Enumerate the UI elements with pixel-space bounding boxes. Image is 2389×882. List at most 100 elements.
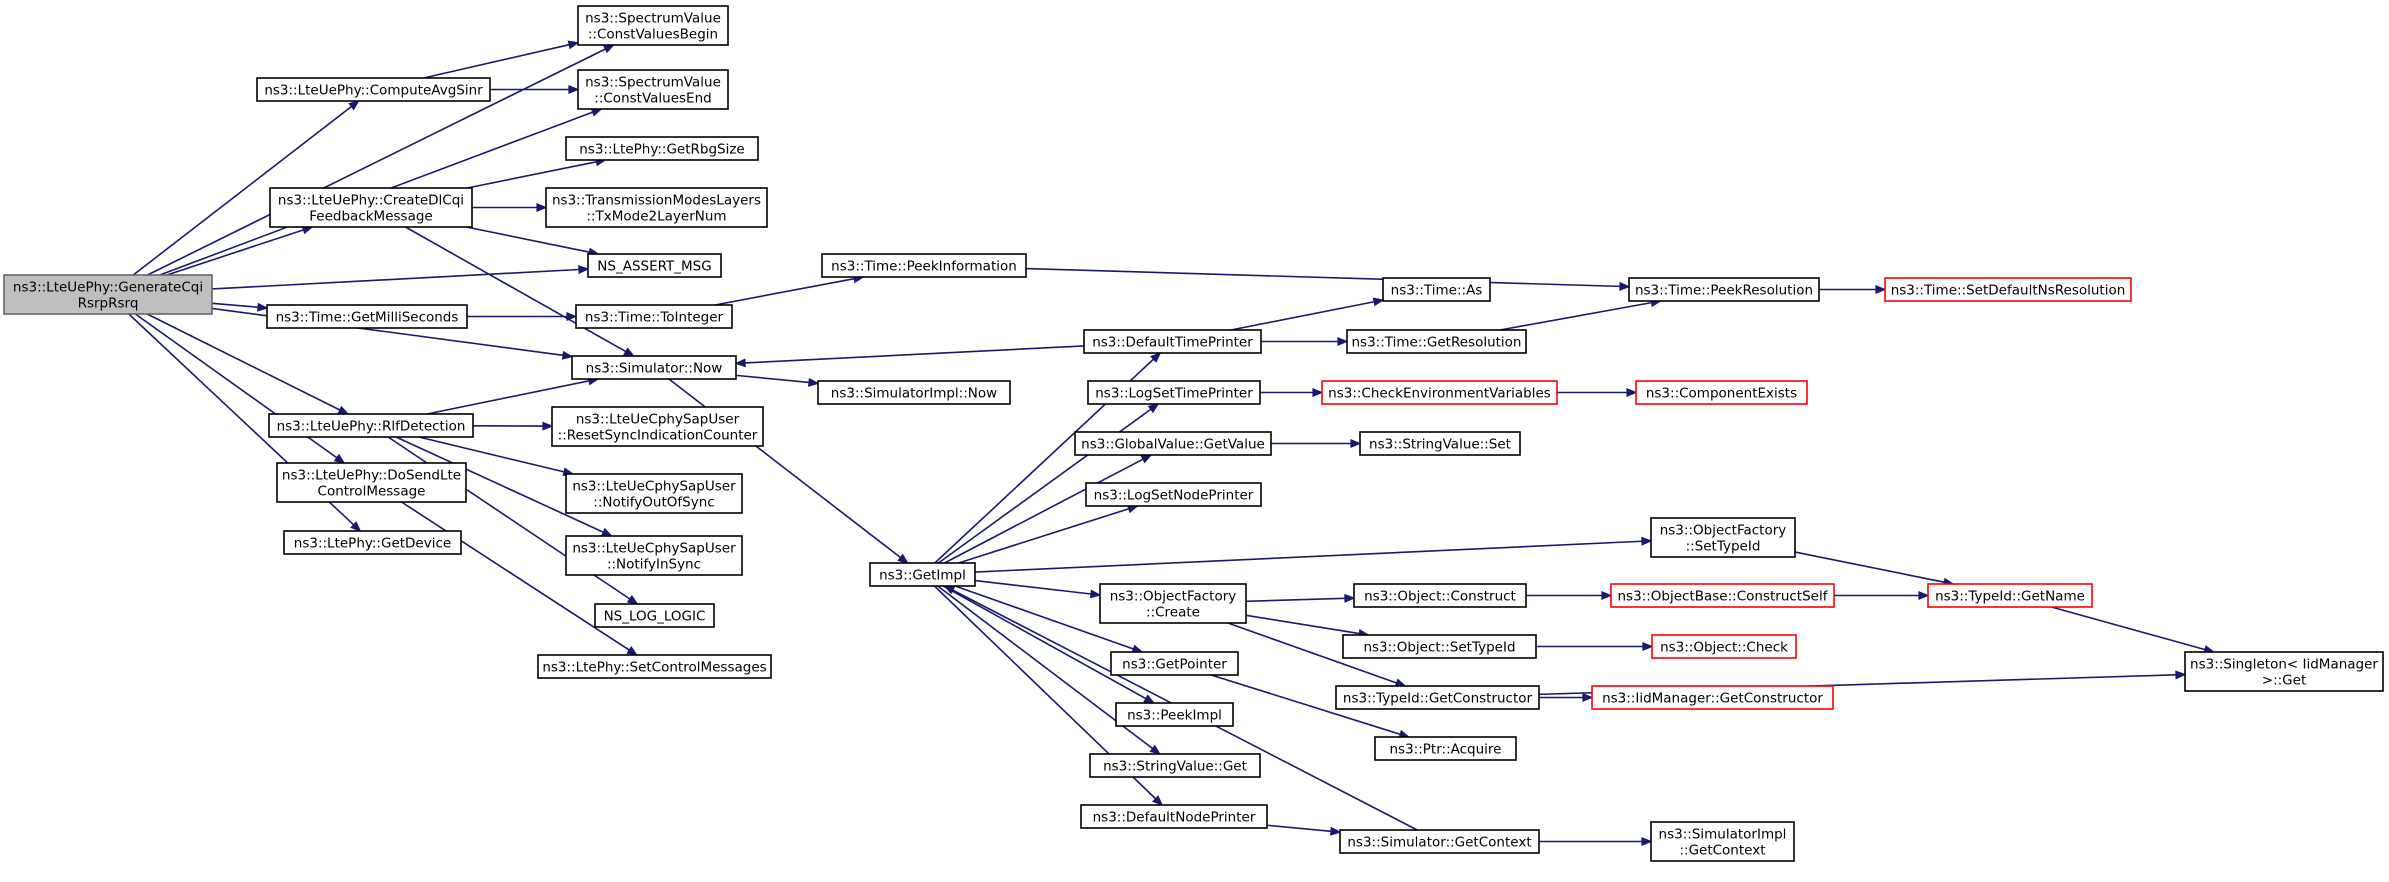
call-edge [714, 274, 865, 306]
node-toint[interactable]: ns3::Time::ToInteger [575, 304, 733, 329]
node-svEnd[interactable]: ns3::SpectrumValue::ConstValuesEnd [577, 69, 729, 110]
node-svget[interactable]: ns3::StringValue::Get [1089, 753, 1261, 778]
node-label: ns3::GetPointer [1122, 657, 1227, 673]
node-gvget[interactable]: ns3::GlobalValue::GetValue [1074, 431, 1272, 456]
node-label: ns3::LteUePhy::GenerateCqi [13, 280, 203, 296]
call-edge [467, 312, 578, 321]
node-avgSinr[interactable]: ns3::LteUePhy::ComputeAvgSinr [256, 77, 491, 102]
node-obconstructself[interactable]: ns3::ObjectBase::ConstructSelf [1610, 583, 1835, 608]
node-timeas[interactable]: ns3::Time::As [1382, 277, 1491, 302]
node-objsettype[interactable]: ns3::Object::SetTypeId [1342, 634, 1537, 659]
edge-line [211, 268, 580, 290]
call-edge [467, 157, 607, 189]
node-compexists[interactable]: ns3::ComponentExists [1635, 380, 1808, 405]
node-setdefns[interactable]: ns3::Time::SetDefaultNsResolution [1884, 277, 2132, 302]
node-insync[interactable]: ns3::LteUeCphySapUser::NotifyInSync [565, 535, 743, 576]
call-edge [1271, 439, 1362, 448]
node-box [1110, 651, 1239, 676]
call-edge [472, 421, 554, 431]
call-edge [1210, 674, 1411, 739]
node-svBegin[interactable]: ns3::SpectrumValue::ConstValuesBegin [577, 5, 729, 46]
node-box [594, 603, 715, 628]
arrowhead [1330, 826, 1342, 836]
edge-line [132, 105, 352, 276]
node-box [577, 69, 729, 110]
node-setctrl[interactable]: ns3::LtePhy::SetControlMessages [537, 654, 772, 679]
node-box [817, 380, 1011, 405]
edge-line [974, 540, 1643, 573]
node-objcheck[interactable]: ns3::Object::Check [1651, 634, 1797, 659]
arrowhead [1619, 281, 1631, 291]
node-box [1591, 685, 1834, 710]
edge-line [954, 585, 1134, 650]
node-label: ns3::ObjectBase::ConstructSelf [1618, 589, 1829, 605]
node-tidgetctor[interactable]: ns3::TypeId::GetConstructor [1335, 685, 1540, 710]
node-checkenv[interactable]: ns3::CheckEnvironmentVariables [1321, 380, 1558, 405]
node-lognode[interactable]: ns3::LogSetNodePrinter [1085, 482, 1262, 507]
node-peekres[interactable]: ns3::Time::PeekResolution [1628, 277, 1820, 302]
node-getpointer[interactable]: ns3::GetPointer [1110, 651, 1239, 676]
node-peekinfo[interactable]: ns3::Time::PeekInformation [821, 253, 1027, 278]
node-singleton[interactable]: ns3::Singleton< IidManager>::Get [2184, 651, 2384, 692]
node-box [1651, 634, 1797, 659]
node-txmode[interactable]: ns3::TransmissionModesLayers::TxMode2Lay… [545, 187, 768, 228]
node-assert[interactable]: NS_ASSERT_MSG [587, 253, 722, 278]
node-layer: ns3::LteUePhy::GenerateCqiRsrpRsrqns3::S… [3, 5, 2384, 862]
node-label: ::SetTypeId [1686, 539, 1761, 555]
node-label: ns3::LteUeCphySapUser [572, 541, 736, 557]
node-label: ns3::Time::PeekResolution [1635, 283, 1813, 299]
node-box [1099, 583, 1247, 624]
arrowhead [626, 646, 639, 656]
edge-line [958, 507, 1130, 564]
node-implgetctx[interactable]: ns3::SimulatorImpl::GetContext [1650, 821, 1795, 862]
node-box [1339, 829, 1540, 854]
node-label: ns3::LteUePhy::DoSendLte [282, 468, 461, 484]
edge-line [1210, 674, 1401, 736]
node-dlcqi[interactable]: ns3::LteUePhy::CreateDlCqiFeedbackMessag… [269, 187, 473, 228]
node-label: NS_ASSERT_MSG [597, 259, 711, 275]
call-edge [1539, 693, 1594, 702]
node-getres[interactable]: ns3::Time::GetResolution [1346, 329, 1527, 354]
node-getimpl[interactable]: ns3::GetImpl [869, 562, 976, 587]
node-objconstruct[interactable]: ns3::Object::Construct [1353, 583, 1527, 608]
node-label: ns3::SimulatorImpl::Now [831, 386, 997, 402]
call-edge [166, 225, 314, 276]
call-edge [1794, 551, 1955, 587]
node-now[interactable]: ns3::Simulator::Now [571, 355, 737, 380]
node-box [1884, 277, 2132, 302]
node-ofcreate[interactable]: ns3::ObjectFactory::Create [1099, 583, 1247, 624]
node-milli[interactable]: ns3::Time::GetMilliSeconds [266, 304, 468, 329]
node-simgetctx[interactable]: ns3::Simulator::GetContext [1339, 829, 1540, 854]
node-svset[interactable]: ns3::StringValue::Set [1359, 431, 1521, 456]
edge-line [1245, 597, 1346, 603]
node-peekimpl[interactable]: ns3::PeekImpl [1115, 702, 1234, 727]
node-box [1074, 431, 1272, 456]
node-rbg[interactable]: ns3::LtePhy::GetRbgSize [565, 136, 759, 161]
arrowhead [734, 358, 746, 368]
node-ptracquire[interactable]: ns3::Ptr::Acquire [1374, 736, 1517, 761]
arrowhead [567, 40, 580, 50]
node-getdevice[interactable]: ns3::LtePhy::GetDevice [283, 530, 462, 555]
node-logic[interactable]: NS_LOG_LOGIC [594, 603, 715, 628]
node-outofsync[interactable]: ns3::LteUeCphySapUser::NotifyOutOfSync [565, 473, 743, 514]
call-edge [490, 85, 580, 94]
arrowhead [568, 85, 580, 94]
node-implnow[interactable]: ns3::SimulatorImpl::Now [817, 380, 1011, 405]
call-edge [1834, 591, 1930, 600]
call-edge [974, 579, 1102, 599]
edge-line [211, 302, 259, 309]
node-logtime[interactable]: ns3::LogSetTimePrinter [1087, 380, 1261, 405]
node-rlf[interactable]: ns3::LteUePhy::RlfDetection [268, 413, 474, 438]
node-label: ::ConstValuesBegin [588, 27, 718, 43]
node-resetsync[interactable]: ns3::LteUeCphySapUser::ResetSyncIndicati… [551, 406, 764, 447]
node-dnp[interactable]: ns3::DefaultNodePrinter [1080, 804, 1268, 829]
node-ofsettype[interactable]: ns3::ObjectFactory::SetTypeId [1650, 517, 1796, 558]
node-label: ns3::LteUeCphySapUser [572, 479, 736, 495]
node-tidgetname[interactable]: ns3::TypeId::GetName [1927, 583, 2093, 608]
node-iidgetctor[interactable]: ns3::IidManager::GetConstructor [1591, 685, 1834, 710]
node-dtp[interactable]: ns3::DefaultTimePrinter [1083, 329, 1262, 354]
arrowhead [600, 527, 614, 537]
node-box [537, 654, 772, 679]
